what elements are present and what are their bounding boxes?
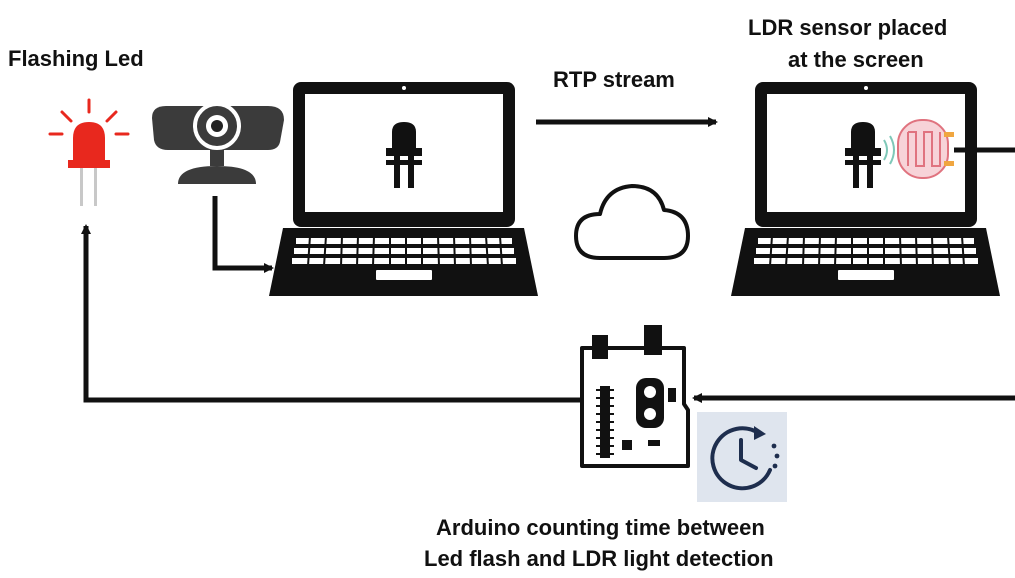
arrow-arduino-to-led <box>81 224 580 403</box>
screen-led-icon-receiver <box>845 122 881 188</box>
rtp-stream-label: RTP stream <box>553 67 675 92</box>
ldr-sensor-icon <box>897 119 954 179</box>
receiver-laptop-icon <box>731 82 1000 296</box>
ldr-label-line1: LDR sensor placed <box>748 15 948 40</box>
arrow-webcam-to-laptop <box>212 196 274 273</box>
webcam-icon <box>152 102 284 184</box>
flashing-led-icon <box>48 98 130 206</box>
screen-led-icon <box>386 122 422 188</box>
ldr-label-line2: at the screen <box>788 47 924 72</box>
cloud-icon <box>574 184 690 260</box>
flashing-led-label: Flashing Led <box>8 46 144 71</box>
arduino-label-line2: Led flash and LDR light detection <box>424 546 774 571</box>
sender-laptop-icon <box>269 82 538 296</box>
arduino-label-line1: Arduino counting time between <box>436 515 765 540</box>
arduino-board-icon <box>580 325 690 468</box>
arrows <box>81 117 1015 403</box>
timer-clock-icon <box>697 412 787 502</box>
light-wave-icon <box>883 135 895 165</box>
